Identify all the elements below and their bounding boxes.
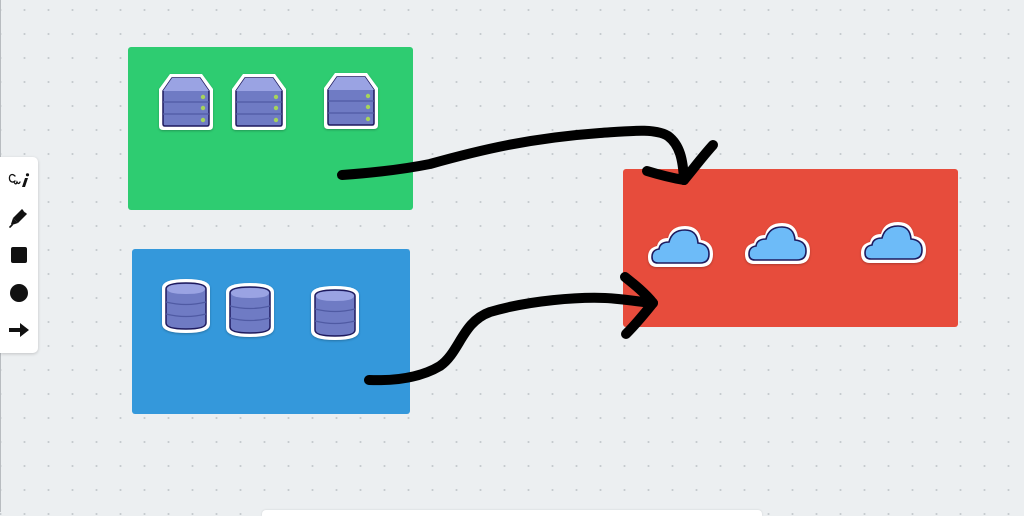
server-icon bbox=[324, 73, 378, 129]
tool-rectangle[interactable] bbox=[6, 242, 32, 268]
server-sticker[interactable] bbox=[156, 71, 216, 133]
connector-servers-to-cloud-arrowhead[interactable] bbox=[642, 140, 718, 185]
cloud-sticker[interactable] bbox=[744, 219, 812, 267]
connector-servers-to-cloud[interactable] bbox=[337, 125, 689, 185]
server-sticker[interactable] bbox=[321, 70, 381, 132]
cloud-icon bbox=[648, 226, 713, 267]
database-icon bbox=[311, 286, 359, 340]
server-sticker[interactable] bbox=[229, 71, 289, 133]
arrow-right-icon bbox=[9, 323, 29, 338]
tool-arrow[interactable] bbox=[6, 317, 32, 343]
server-icon bbox=[232, 74, 286, 130]
database-sticker[interactable] bbox=[223, 280, 277, 340]
database-icon bbox=[162, 279, 210, 333]
circle-icon bbox=[10, 283, 28, 302]
pen-icon bbox=[9, 209, 27, 229]
server-icon bbox=[159, 74, 213, 130]
bottom-panel bbox=[262, 510, 762, 516]
cloud-icon bbox=[745, 223, 810, 264]
tool-handwriting[interactable] bbox=[6, 167, 32, 193]
database-sticker[interactable] bbox=[308, 283, 362, 343]
cloud-sticker[interactable] bbox=[647, 222, 715, 270]
tool-pen[interactable] bbox=[6, 204, 32, 230]
cloud-sticker[interactable] bbox=[860, 218, 928, 266]
square-icon bbox=[11, 246, 27, 263]
cloud-icon bbox=[861, 222, 926, 263]
tool-circle[interactable] bbox=[6, 280, 32, 306]
handwriting-pen-icon bbox=[8, 172, 30, 187]
database-sticker[interactable] bbox=[159, 276, 213, 336]
database-icon bbox=[226, 283, 274, 337]
connector-databases-to-cloud-arrowhead[interactable] bbox=[620, 272, 658, 339]
connector-databases-to-cloud[interactable] bbox=[364, 292, 658, 386]
drawing-toolbar bbox=[0, 157, 38, 353]
